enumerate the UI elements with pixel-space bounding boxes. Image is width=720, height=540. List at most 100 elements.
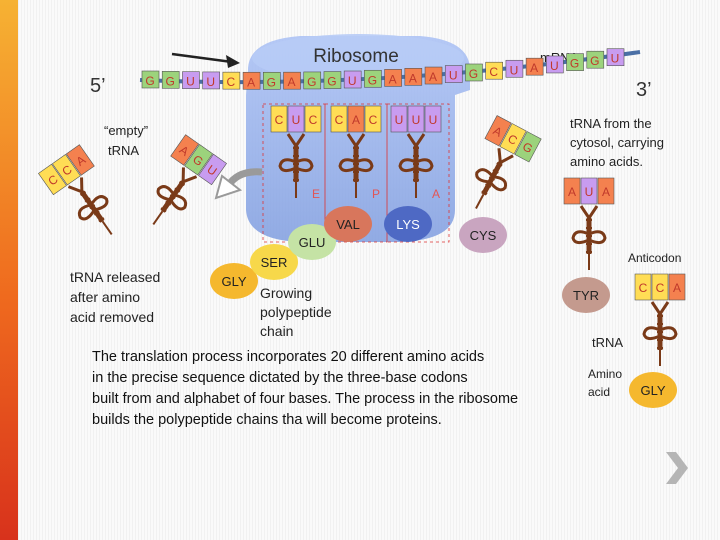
mrna-base: A (424, 66, 443, 85)
svg-text:U: U (292, 113, 301, 127)
mrna-base: G (141, 70, 160, 89)
anticodon-base: A (668, 273, 686, 301)
anticodon-base: A (597, 177, 615, 205)
svg-text:C: C (335, 113, 344, 127)
released-line: acid removed (70, 309, 154, 325)
svg-text:U: U (449, 69, 458, 83)
growing-line: polypeptide (260, 304, 332, 320)
chevron-right-icon[interactable] (666, 452, 688, 484)
svg-text:U: U (186, 75, 195, 89)
mrna-base: U (505, 59, 524, 78)
cytosol-line: tRNA from the (570, 116, 652, 131)
mrna-base: C (485, 61, 503, 80)
anticodon-base: C (51, 154, 81, 186)
svg-text:CYS: CYS (470, 228, 497, 243)
svg-text:GLY: GLY (221, 274, 246, 289)
empty-trna-label: “empty” tRNA (104, 123, 148, 158)
svg-text:G: G (327, 75, 336, 89)
anticodon-base: U (424, 105, 442, 133)
released-line: tRNA released (70, 269, 160, 285)
caption-line: builds the polypeptide chains tha will b… (92, 412, 442, 428)
mrna-base: U (546, 55, 564, 74)
anticodon-base: C (38, 163, 67, 196)
svg-text:U: U (395, 113, 404, 127)
anticodon-base: A (484, 115, 512, 147)
cytosol-line: cytosol, carrying (570, 135, 664, 150)
svg-text:VAL: VAL (336, 217, 360, 232)
svg-text:A: A (429, 70, 437, 84)
mrna-base: G (323, 71, 342, 89)
growing-line: chain (260, 323, 293, 339)
svg-text:C: C (227, 75, 236, 89)
ribosome-label: Ribosome (313, 46, 399, 67)
anticodon-base: A (347, 105, 365, 133)
svg-text:A: A (288, 75, 296, 89)
arrow-right-icon (171, 52, 240, 68)
anticodon-base: A (170, 134, 200, 166)
caption-line: in the precise sequence dictated by the … (92, 370, 468, 386)
svg-text:G: G (145, 74, 154, 88)
site-p-label: P (372, 187, 380, 201)
anticodon-base: A (65, 144, 95, 176)
svg-text:G: G (590, 54, 599, 68)
amino-acid-ser: SER (250, 244, 298, 280)
svg-text:U: U (429, 113, 438, 127)
svg-text:A: A (673, 281, 681, 295)
anticodon-base: C (651, 273, 669, 301)
mrna-base: G (586, 50, 605, 69)
released-line: after amino (70, 289, 140, 305)
released-label: tRNA released after amino acid removed (70, 269, 160, 325)
site-e-label: E (312, 187, 320, 201)
ribosome: Ribosome (246, 34, 470, 242)
svg-text:U: U (348, 74, 357, 88)
svg-text:C: C (369, 113, 378, 127)
mrna-base: U (182, 71, 200, 89)
svg-text:U: U (550, 59, 559, 73)
svg-text:GLY: GLY (640, 383, 665, 398)
anticodon-label: Anticodon (628, 251, 681, 265)
svg-text:GLU: GLU (299, 235, 326, 250)
amino-acid-cytosol: TYR (562, 277, 610, 313)
svg-text:A: A (409, 71, 417, 85)
svg-text:U: U (206, 75, 215, 89)
svg-text:C: C (275, 113, 284, 127)
growing-chain-label: Growing polypeptide chain (260, 285, 332, 339)
anticodon-base: C (634, 273, 652, 301)
trna-label: tRNA (592, 335, 623, 350)
amino-acid-lys: LYS (384, 206, 432, 242)
svg-text:G: G (469, 67, 478, 81)
amino-acid-label: Amino acid (588, 367, 622, 399)
amino-acid-glu: GLU (288, 224, 336, 260)
mrna-base: G (303, 71, 322, 90)
anticodon-base: C (270, 105, 288, 133)
mrna-base: U (202, 71, 220, 90)
mrna-base: G (161, 71, 180, 89)
svg-text:G: G (267, 75, 276, 89)
svg-text:U: U (585, 185, 594, 199)
anticodon-base: U (390, 105, 408, 133)
svg-text:C: C (309, 113, 318, 127)
svg-text:G: G (368, 73, 377, 87)
site-a-label: A (432, 187, 440, 201)
mrna-base: A (242, 71, 261, 90)
caption: The translation process incorporates 20 … (92, 349, 518, 428)
amino-acid-gly: GLY (210, 263, 258, 299)
growing-line: Growing (260, 285, 312, 301)
anticodon-base: C (499, 123, 527, 155)
svg-text:U: U (412, 113, 421, 127)
five-prime-label: 5’ (90, 75, 106, 97)
svg-text:U: U (510, 63, 519, 77)
svg-text:G: G (307, 75, 316, 89)
svg-text:A: A (247, 75, 255, 89)
trna-empty: AGU (152, 134, 227, 225)
svg-text:A: A (389, 72, 397, 86)
anticodon-base: C (364, 105, 382, 133)
mrna-base: A (384, 69, 402, 87)
amino-acid-incoming: CYS (459, 217, 507, 253)
